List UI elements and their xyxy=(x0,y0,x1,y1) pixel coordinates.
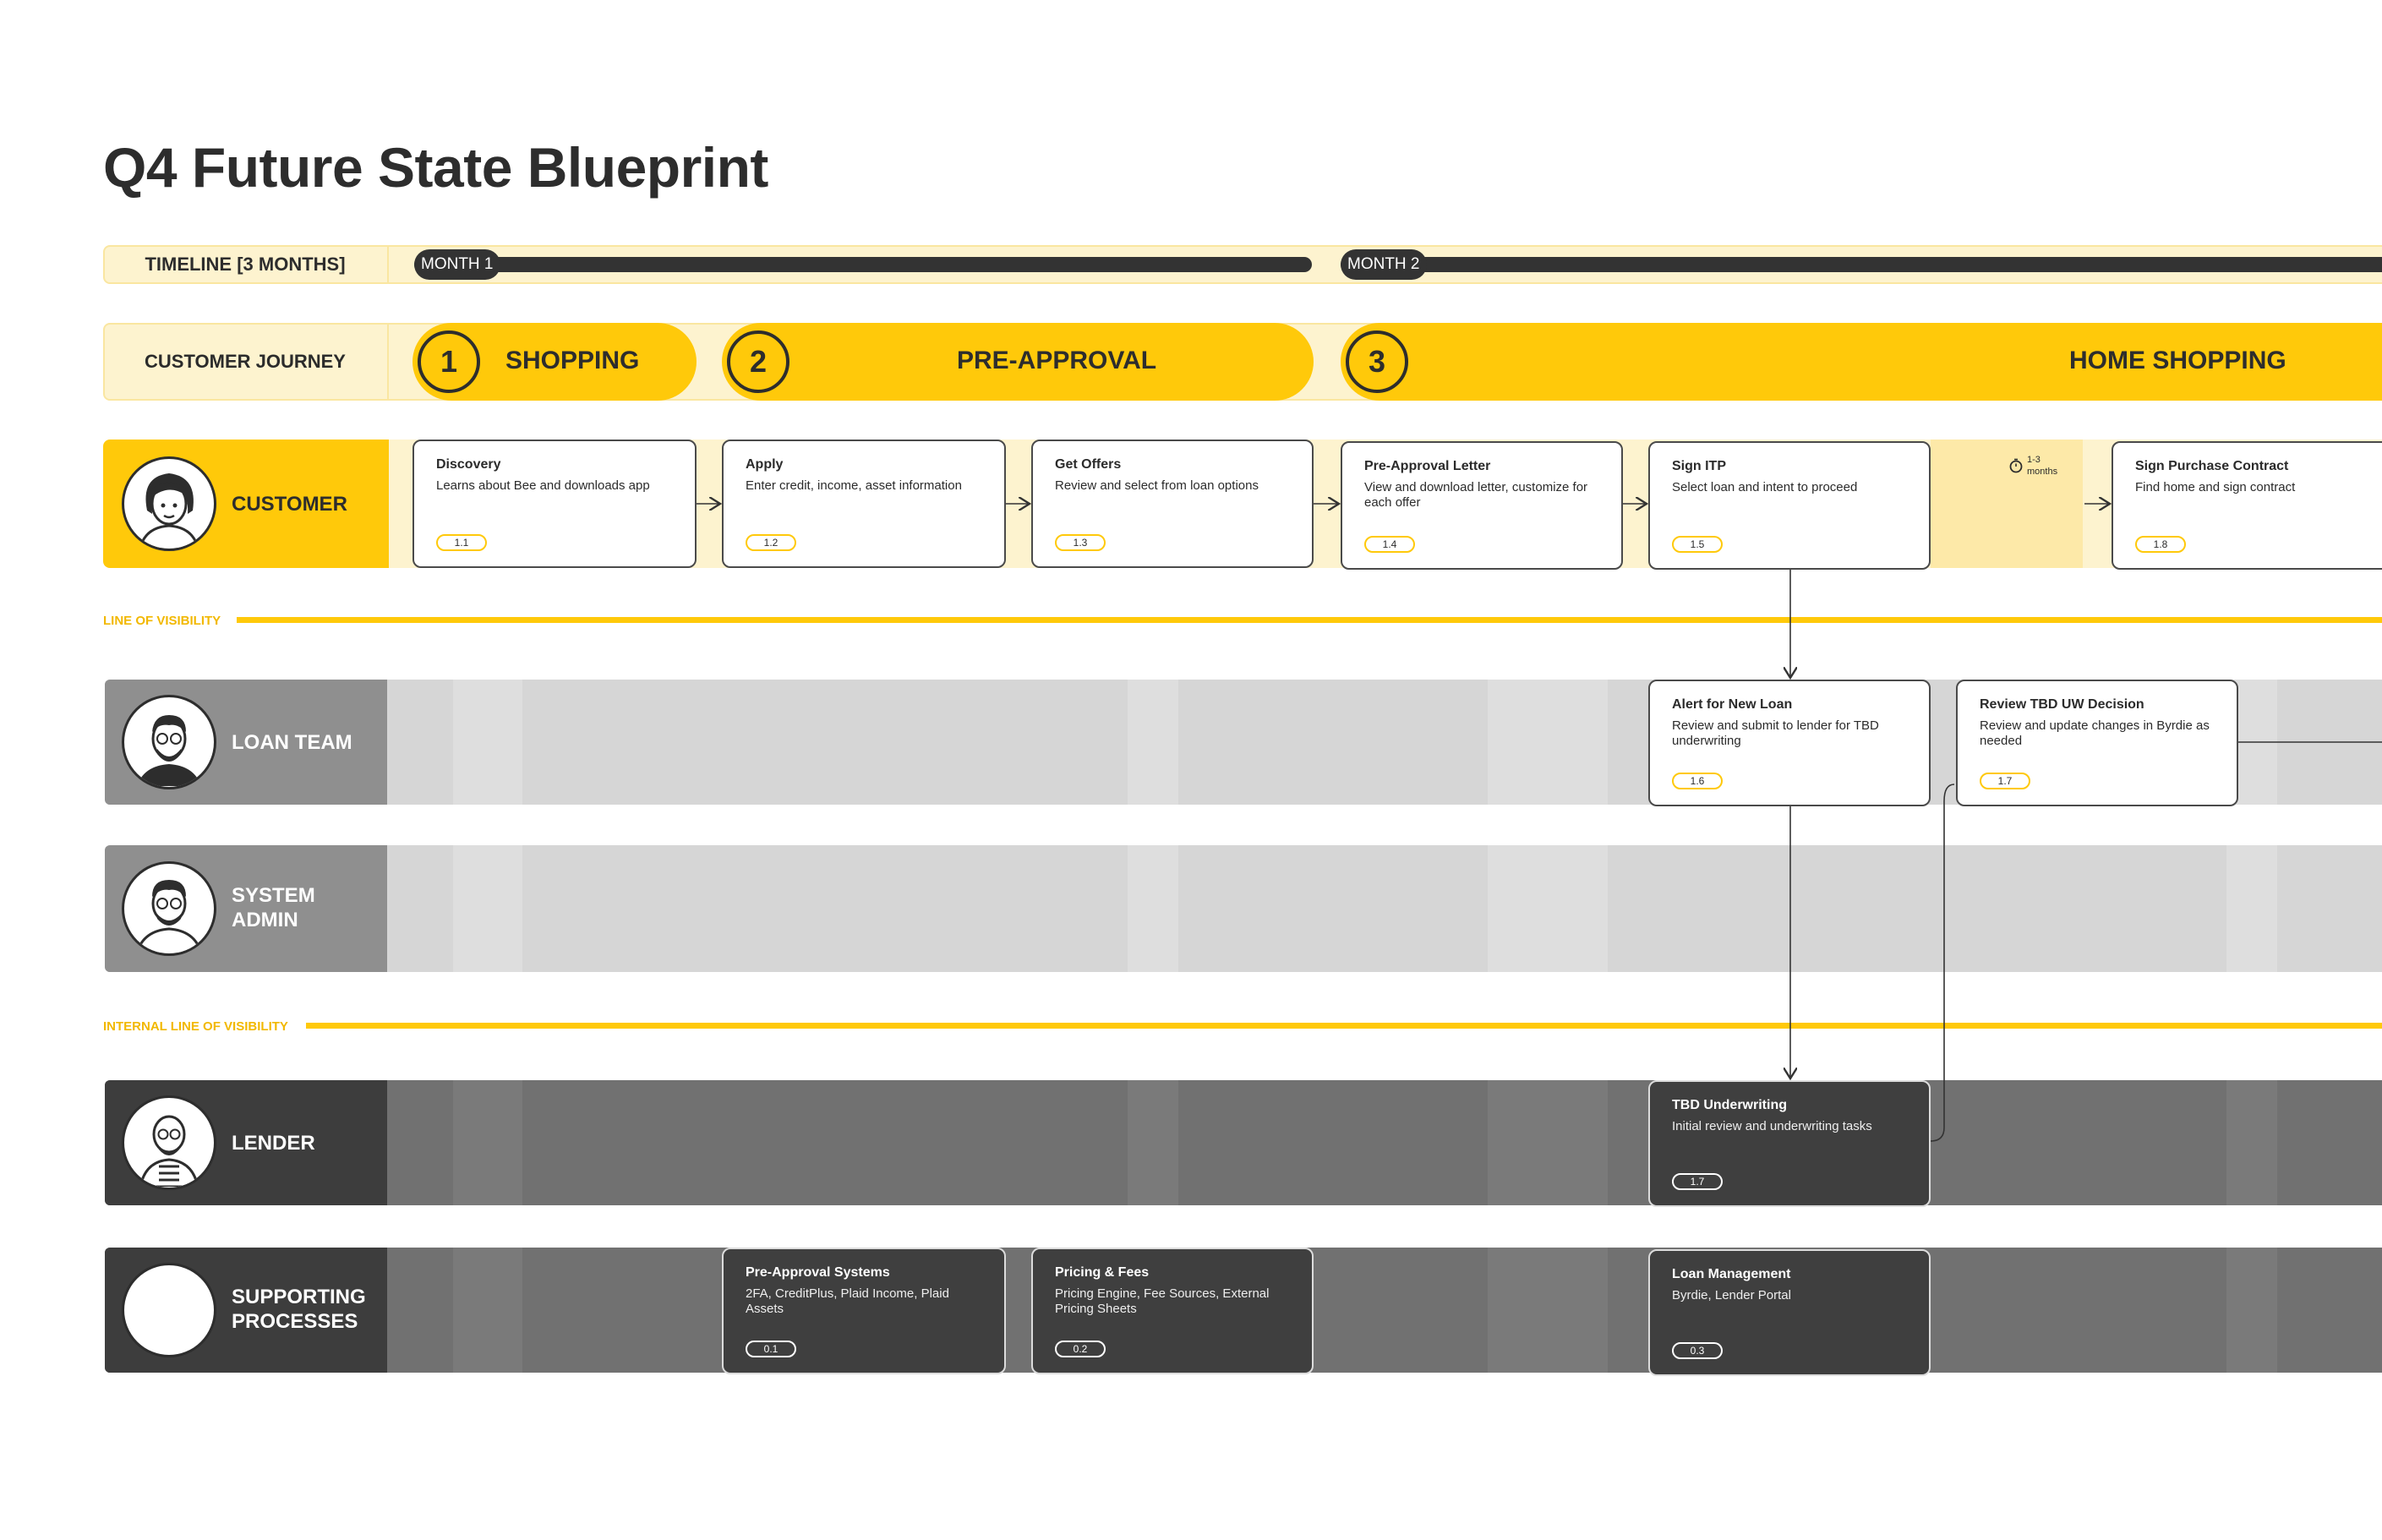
wait-period-zone xyxy=(1931,440,2083,568)
phase-name: HOME SHOPPING xyxy=(2069,347,2286,374)
step-badge: 1.2 xyxy=(746,534,796,551)
step-card-discovery[interactable]: Discovery Learns about Bee and downloads… xyxy=(412,440,697,568)
step-badge: 1.7 xyxy=(1672,1173,1723,1190)
timeline-label: TIMELINE [3 MONTHS] xyxy=(103,245,389,284)
card-title: Sign ITP xyxy=(1672,459,1726,473)
line-of-visibility xyxy=(237,617,2382,623)
lane-title-line: PROCESSES xyxy=(232,1310,358,1333)
month-2-bar xyxy=(1341,257,2382,272)
lane-title: CUSTOMER xyxy=(232,493,347,516)
card-description: Byrdie, Lender Portal xyxy=(1672,1288,1791,1302)
lane-title: LOAN TEAM xyxy=(232,731,352,754)
card-description: 2FA, CreditPlus, Plaid Income, Plaid Ass… xyxy=(746,1286,949,1316)
support-card-pricing-fees[interactable]: Pricing & Fees Pricing Engine, Fee Sourc… xyxy=(1031,1248,1314,1374)
step-card-apply[interactable]: Apply Enter credit, income, asset inform… xyxy=(722,440,1006,568)
line-of-visibility-label: LINE OF VISIBILITY xyxy=(103,614,221,628)
step-badge: 1.1 xyxy=(436,534,487,551)
system-admin-lane xyxy=(105,845,2382,972)
internal-line-of-visibility xyxy=(306,1023,2382,1029)
support-card-pre-approval-systems[interactable]: Pre-Approval Systems 2FA, CreditPlus, Pl… xyxy=(722,1248,1006,1374)
phase-name: SHOPPING xyxy=(505,347,640,374)
card-description: Enter credit, income, asset information xyxy=(746,478,962,493)
card-description: Find home and sign contract xyxy=(2135,480,2296,494)
lane-title-line: ADMIN xyxy=(232,909,298,931)
system-admin-lane-label: SYSTEM ADMIN xyxy=(105,845,387,972)
internal-line-of-visibility-label: INTERNAL LINE OF VISIBILITY xyxy=(103,1019,288,1034)
lender-lane-label: LENDER xyxy=(105,1080,387,1205)
step-card-pre-approval-letter[interactable]: Pre-Approval Letter View and download le… xyxy=(1341,441,1623,570)
phase-home-shopping[interactable]: 3 HOME SHOPPING xyxy=(1341,323,2382,401)
phase-number: 2 xyxy=(727,330,789,393)
step-badge: 1.4 xyxy=(1364,536,1415,553)
card-title: Pre-Approval Systems xyxy=(746,1265,890,1280)
card-title: Get Offers xyxy=(1055,457,1122,472)
lane-title: LENDER xyxy=(232,1132,315,1155)
stopwatch-icon xyxy=(2009,458,2023,473)
card-title: Alert for New Loan xyxy=(1672,697,1793,712)
flow-arrows xyxy=(697,504,2382,1142)
card-title: Loan Management xyxy=(1672,1267,1791,1281)
phase-pre-approval[interactable]: 2 PRE-APPROVAL xyxy=(722,323,1314,401)
lender-avatar-icon xyxy=(122,1095,216,1190)
phase-number: 1 xyxy=(418,330,480,393)
lane-title-line: SUPPORTING xyxy=(232,1286,366,1308)
journey-label: CUSTOMER JOURNEY xyxy=(103,323,389,401)
card-description: Select loan and intent to proceed xyxy=(1672,480,1858,494)
month-2-pill: MONTH 2 xyxy=(1341,249,1427,280)
support-card-loan-management[interactable]: Loan Management Byrdie, Lender Portal 0.… xyxy=(1648,1249,1931,1376)
supporting-processes-lane-label: SUPPORTING PROCESSES xyxy=(105,1248,387,1373)
phase-shopping[interactable]: 1 SHOPPING xyxy=(412,323,697,401)
supporting-processes-avatar xyxy=(122,1263,216,1357)
step-card-review-uw-decision[interactable]: Review TBD UW Decision Review and update… xyxy=(1956,680,2238,806)
step-card-sign-itp[interactable]: Sign ITP Select loan and intent to proce… xyxy=(1648,441,1931,570)
card-title: Sign Purchase Contract xyxy=(2135,459,2289,473)
wait-range: 1-3 xyxy=(2027,455,2041,465)
card-title: TBD Underwriting xyxy=(1672,1098,1787,1112)
lane-title: SUPPORTING PROCESSES xyxy=(232,1285,366,1334)
step-badge: 1.5 xyxy=(1672,536,1723,553)
phase-number: 3 xyxy=(1346,330,1408,393)
lender-lane xyxy=(105,1080,2382,1205)
step-badge: 0.3 xyxy=(1672,1342,1723,1359)
system-admin-avatar-icon xyxy=(122,861,216,956)
month-1-pill: MONTH 1 xyxy=(414,249,500,280)
card-title: Apply xyxy=(746,457,784,472)
loan-team-lane-label: LOAN TEAM xyxy=(105,680,387,805)
card-title: Discovery xyxy=(436,457,501,472)
card-title: Pre-Approval Letter xyxy=(1364,459,1491,473)
loan-team-avatar-icon xyxy=(122,695,216,789)
step-card-get-offers[interactable]: Get Offers Review and select from loan o… xyxy=(1031,440,1314,568)
step-badge: 1.8 xyxy=(2135,536,2186,553)
lane-title-line: SYSTEM xyxy=(232,884,315,907)
step-card-sign-purchase-contract[interactable]: Sign Purchase Contract Find home and sig… xyxy=(2112,441,2382,570)
step-badge: 1.3 xyxy=(1055,534,1106,551)
wait-indicator: 1-3 months xyxy=(2008,455,2059,480)
card-description: Pricing Engine, Fee Sources, External Pr… xyxy=(1055,1286,1270,1316)
lane-title: SYSTEM ADMIN xyxy=(232,883,315,932)
phase-name: PRE-APPROVAL xyxy=(957,347,1157,374)
card-description: Review and submit to lender for TBD unde… xyxy=(1672,718,1879,748)
card-description: Initial review and underwriting tasks xyxy=(1672,1119,1872,1133)
wait-unit: months xyxy=(2027,467,2058,477)
customer-avatar-icon xyxy=(122,456,216,551)
customer-lane-label: CUSTOMER xyxy=(103,440,389,568)
card-title: Review TBD UW Decision xyxy=(1980,697,2144,712)
month-1-bar xyxy=(414,257,1312,272)
step-badge: 1.6 xyxy=(1672,773,1723,789)
page-title: Q4 Future State Blueprint xyxy=(103,136,768,199)
card-description: Learns about Bee and downloads app xyxy=(436,478,650,493)
step-card-alert-new-loan[interactable]: Alert for New Loan Review and submit to … xyxy=(1648,680,1931,806)
card-description: Review and update changes in Byrdie as n… xyxy=(1980,718,2210,748)
step-badge: 1.7 xyxy=(1980,773,2030,789)
step-card-tbd-underwriting[interactable]: TBD Underwriting Initial review and unde… xyxy=(1648,1080,1931,1207)
step-badge: 0.2 xyxy=(1055,1341,1106,1357)
card-title: Pricing & Fees xyxy=(1055,1265,1150,1280)
card-description: View and download letter, customize for … xyxy=(1364,480,1588,510)
card-description: Review and select from loan options xyxy=(1055,478,1259,493)
step-badge: 0.1 xyxy=(746,1341,796,1357)
